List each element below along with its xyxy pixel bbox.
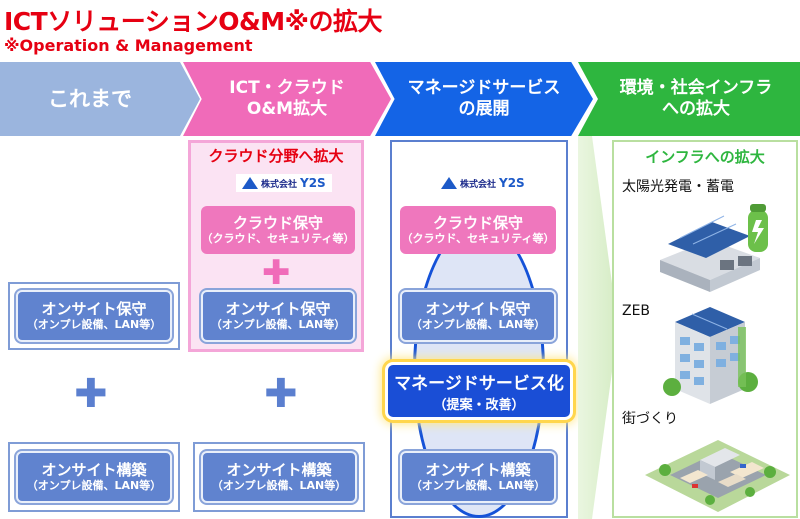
company-logo: 株式会社 Y2S (236, 174, 332, 192)
service-title: オンサイト構築 (226, 460, 332, 479)
service-subtitle: （オンプレ設備、LAN等） (410, 478, 546, 492)
infra-item-label: 街づくり (622, 411, 678, 427)
phase-label: マネージドサービス (407, 77, 561, 98)
plus-icon: ✚ (74, 371, 108, 417)
service-title: オンサイト構築 (425, 460, 531, 479)
managed-title: マネージドサービス化 (394, 374, 564, 394)
phase-chevron-cloud: ICT・クラウド O&M拡大 (183, 62, 391, 136)
managed-service-box: マネージドサービス化 （提案・改善） (385, 362, 573, 420)
page-footnote: ※Operation & Management (4, 36, 253, 55)
service-title: クラウド保守 (432, 213, 523, 232)
phase-chevron-infra: 環境・社会インフラ への拡大 (578, 62, 800, 136)
managed-subtitle: （提案・改善） (433, 398, 525, 413)
logo-brand: Y2S (300, 176, 326, 190)
service-title: オンサイト構築 (41, 460, 147, 479)
service-subtitle: （オンプレ設備、LAN等） (26, 478, 162, 492)
logo-company: 株式会社 (261, 179, 298, 190)
service-subtitle: （オンプレ設備、LAN等） (211, 478, 347, 492)
col2-cloud-maintenance-box: クラウド保守 （クラウド、セキュリティ等） (201, 206, 355, 254)
service-subtitle: （オンプレ設備、LAN等） (210, 317, 346, 331)
zeb-building-illustration (663, 307, 758, 404)
panel-title: インフラへの拡大 (645, 148, 765, 166)
logo-mark-icon (242, 177, 258, 189)
col3-onsite-maintenance-box: オンサイト保守 （オンプレ設備、LAN等） (400, 290, 556, 342)
infra-item-label: 太陽光発電・蓄電 (622, 179, 734, 195)
phase-chevron-managed: マネージドサービス の展開 (375, 62, 593, 136)
service-title: クラウド保守 (232, 213, 323, 232)
phase-label: 環境・社会インフラ (619, 77, 773, 98)
page-title: ICTソリューションO&M※の拡大 (4, 7, 382, 36)
col3-cloud-maintenance-box: クラウド保守 （クラウド、セキュリティ等） (400, 206, 556, 254)
company-logo: 株式会社 Y2S (435, 174, 531, 192)
plus-icon: ✚ (264, 371, 298, 417)
solar-battery-illustration (660, 204, 768, 292)
phase-chevron-current: これまで (0, 62, 200, 136)
infra-item-label: ZEB (622, 303, 651, 319)
col3-onsite-build-box: オンサイト構築 （オンプレ設備、LAN等） (400, 451, 556, 503)
phase-label: ICT・クラウド (229, 77, 345, 98)
phase-label: O&M拡大 (246, 99, 328, 119)
service-subtitle: （クラウド、セキュリティ等） (201, 231, 355, 245)
service-subtitle: （オンプレ設備、LAN等） (410, 317, 546, 331)
service-title: オンサイト保守 (225, 299, 331, 318)
phase-label: の展開 (458, 99, 510, 119)
service-title: オンサイト保守 (425, 299, 531, 318)
col2-onsite-build-box: オンサイト構築 （オンプレ設備、LAN等） (201, 451, 357, 503)
logo-mark-icon (441, 177, 457, 189)
logo-company: 株式会社 (460, 179, 497, 190)
service-subtitle: （クラウド、セキュリティ等） (401, 231, 555, 245)
col1-onsite-maintenance-box: オンサイト保守 （オンプレ設備、LAN等） (16, 290, 172, 342)
panel-title: クラウド分野へ拡大 (208, 147, 344, 165)
service-subtitle: （オンプレ設備、LAN等） (26, 317, 162, 331)
city-illustration (645, 440, 790, 512)
phase-label: への拡大 (662, 99, 730, 119)
service-title: オンサイト保守 (41, 299, 147, 318)
plus-icon: ✚ (262, 253, 291, 293)
logo-brand: Y2S (499, 176, 525, 190)
col2-onsite-maintenance-box: オンサイト保守 （オンプレ設備、LAN等） (201, 290, 355, 342)
col1-onsite-build-box: オンサイト構築 （オンプレ設備、LAN等） (16, 451, 172, 503)
phase-label: これまで (48, 86, 132, 111)
